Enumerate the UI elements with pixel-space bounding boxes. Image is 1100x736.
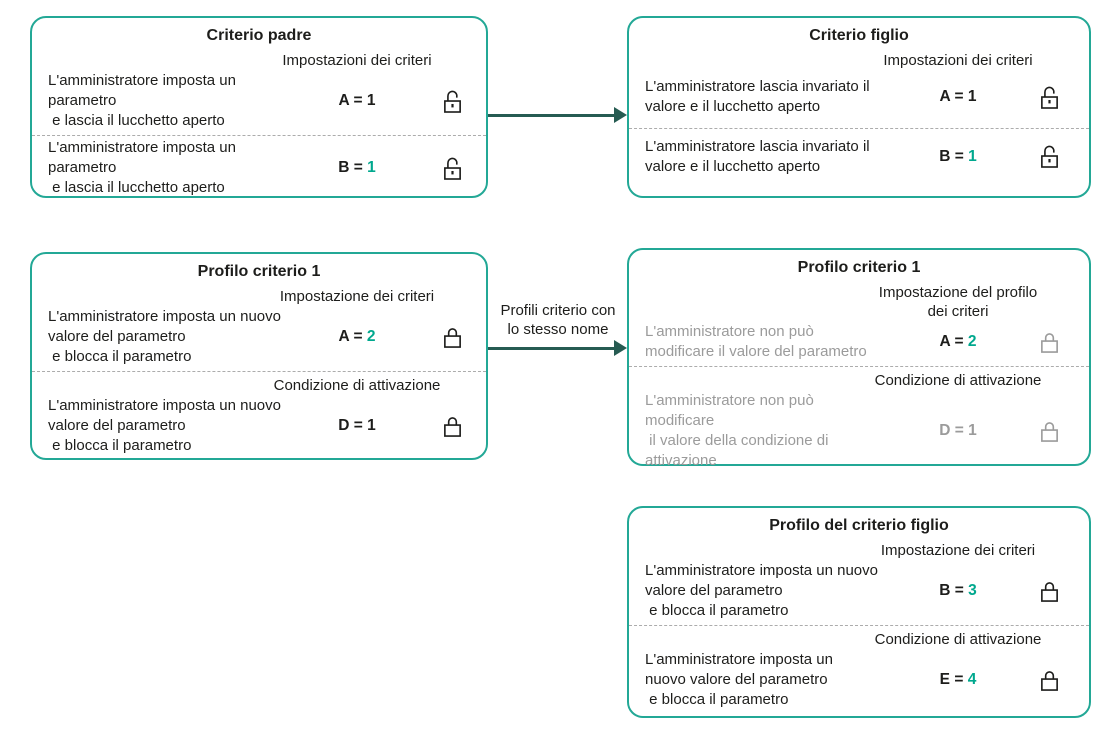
admin-action-text: L'amministratore non può modificare il v… bbox=[645, 392, 829, 469]
param-value: 2 bbox=[967, 333, 977, 350]
open-lock-icon bbox=[1039, 84, 1060, 111]
param-name: B = bbox=[338, 159, 368, 176]
setting-value: E = 4 bbox=[893, 671, 1023, 689]
setting-value: A = 2 bbox=[282, 328, 432, 346]
closed-lock-icon bbox=[442, 413, 463, 440]
arrow-shaft bbox=[488, 346, 618, 350]
setting-value: D = 1 bbox=[893, 422, 1023, 440]
policy-setting-row: Impostazione dei criteri L'amministrator… bbox=[32, 283, 486, 371]
param-value: 3 bbox=[968, 582, 977, 599]
box-title: Profilo criterio 1 bbox=[797, 259, 921, 276]
policy-setting-row: L'amministratore lascia invariato il val… bbox=[629, 127, 1089, 188]
settings-column-header: Impostazioni dei criteri bbox=[282, 52, 432, 69]
setting-value: A = 2 bbox=[893, 333, 1023, 351]
policy-setting-row: Impostazioni dei criteri L'amministrator… bbox=[629, 47, 1089, 128]
param-name: D = bbox=[939, 422, 969, 439]
policy-profile1-box: Profilo criterio 1 Impostazione dei crit… bbox=[30, 252, 488, 460]
settings-column-header: Condizione di attivazione bbox=[273, 377, 441, 394]
policy-rows: Impostazioni dei criteri L'amministrator… bbox=[629, 47, 1089, 187]
arrow-head-icon bbox=[614, 107, 627, 123]
policy-rows: Impostazioni dei criteri L'amministrator… bbox=[32, 47, 486, 196]
settings-column-header: Impostazione del profilo dei criteri bbox=[878, 284, 1038, 320]
open-lock-icon bbox=[442, 155, 463, 182]
policy-rows: Impostazione dei criteri L'amministrator… bbox=[32, 283, 486, 454]
param-value: 1 bbox=[366, 92, 376, 109]
box-title: Criterio figlio bbox=[809, 27, 909, 44]
admin-action-text: L'amministratore imposta un parametro e … bbox=[48, 72, 236, 129]
activation-condition-row: Condizione di attivazione L'amministrato… bbox=[32, 371, 486, 460]
arrow-label: Profili criterio con lo stesso nome bbox=[500, 302, 616, 338]
box-title: Criterio padre bbox=[206, 27, 312, 44]
setting-value: B = 3 bbox=[893, 582, 1023, 600]
settings-column-header: Condizione di attivazione bbox=[874, 631, 1042, 648]
param-name: B = bbox=[939, 147, 969, 165]
policy-rows: Impostazione dei criteri L'amministrator… bbox=[629, 537, 1089, 708]
setting-value: B = 1 bbox=[893, 148, 1023, 166]
policy-setting-row: L'amministratore imposta un parametro e … bbox=[32, 135, 486, 202]
param-name: A = bbox=[338, 92, 367, 109]
admin-action-text: L'amministratore non può modificare il v… bbox=[645, 323, 867, 360]
param-name: D = bbox=[338, 417, 368, 434]
param-value: 4 bbox=[967, 671, 977, 688]
param-value: 1 bbox=[367, 417, 376, 434]
box-title: Profilo del criterio figlio bbox=[769, 517, 949, 534]
setting-value: D = 1 bbox=[282, 417, 432, 435]
setting-value: A = 1 bbox=[893, 88, 1023, 106]
param-value: 1 bbox=[968, 422, 977, 439]
param-name: A = bbox=[939, 333, 968, 350]
settings-column-header: Impostazione dei criteri bbox=[880, 542, 1036, 559]
closed-lock-icon bbox=[1039, 578, 1060, 605]
param-name: B = bbox=[939, 582, 969, 599]
activation-condition-row: Condizione di attivazione L'amministrato… bbox=[629, 366, 1089, 475]
closed-lock-icon bbox=[1039, 329, 1060, 356]
policy-setting-row: Impostazioni dei criteri L'amministrator… bbox=[32, 47, 486, 135]
admin-action-text: L'amministratore imposta un nuovo valore… bbox=[645, 562, 878, 619]
child-policy-profile-box: Profilo del criterio figlio Impostazione… bbox=[627, 506, 1091, 718]
setting-value: B = 1 bbox=[282, 159, 432, 177]
admin-action-text: L'amministratore lascia invariato il val… bbox=[645, 137, 870, 175]
open-lock-icon bbox=[1039, 143, 1060, 170]
closed-lock-icon bbox=[1039, 418, 1060, 445]
settings-column-header: Impostazioni dei criteri bbox=[883, 52, 1033, 69]
policy-rows: Impostazione del profilo dei criteri L'a… bbox=[629, 279, 1089, 469]
admin-action-text: L'amministratore imposta un nuovo valore… bbox=[48, 308, 281, 365]
box-title: Profilo criterio 1 bbox=[197, 263, 321, 280]
settings-column-header: Impostazione dei criteri bbox=[279, 288, 435, 305]
admin-action-text: L'amministratore imposta un nuovo valore… bbox=[48, 397, 281, 454]
profile-inheritance-arrow bbox=[488, 340, 627, 356]
param-value: 2 bbox=[366, 328, 376, 345]
closed-lock-icon bbox=[1039, 667, 1060, 694]
policy-setting-row: Impostazione del profilo dei criteri L'a… bbox=[629, 279, 1089, 366]
settings-column-header: Condizione di attivazione bbox=[874, 372, 1042, 389]
open-lock-icon bbox=[442, 88, 463, 115]
admin-action-text: L'amministratore imposta un parametro e … bbox=[48, 139, 236, 196]
inherited-policy-profile1-box: Profilo criterio 1 Impostazione del prof… bbox=[627, 248, 1091, 469]
parent-policy-box: Criterio padre Impostazioni dei criteri … bbox=[30, 16, 488, 198]
param-name: A = bbox=[338, 328, 367, 345]
setting-value: A = 1 bbox=[282, 92, 432, 110]
policy-setting-row: Impostazione dei criteri L'amministrator… bbox=[629, 537, 1089, 625]
activation-condition-row: Condizione di attivazione L'amministrato… bbox=[629, 625, 1089, 714]
child-policy-box: Criterio figlio Impostazioni dei criteri… bbox=[627, 16, 1091, 198]
param-name: A = bbox=[939, 88, 968, 106]
param-value: 1 bbox=[968, 147, 977, 165]
param-value: 1 bbox=[967, 88, 977, 106]
admin-action-text: L'amministratore lascia invariato il val… bbox=[645, 78, 870, 116]
inheritance-arrow bbox=[488, 107, 627, 123]
closed-lock-icon bbox=[442, 324, 463, 351]
param-value: 1 bbox=[367, 159, 376, 176]
param-name: E = bbox=[939, 671, 968, 688]
arrow-shaft bbox=[488, 113, 618, 117]
arrow-head-icon bbox=[614, 340, 627, 356]
admin-action-text: L'amministratore imposta un nuovo valore… bbox=[645, 651, 833, 708]
